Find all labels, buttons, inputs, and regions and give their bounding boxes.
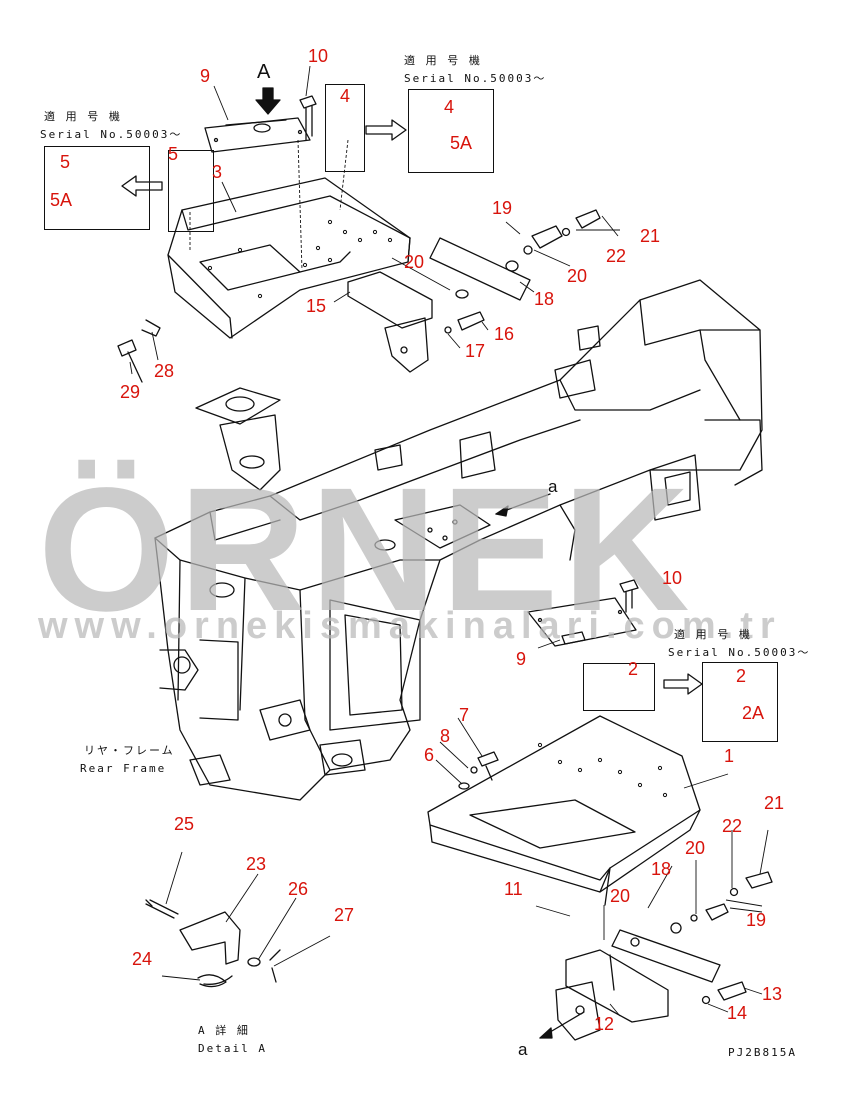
callout-22-top: 22	[606, 246, 627, 266]
callout-19-top: 19	[492, 198, 513, 218]
lower-cover-plate	[527, 597, 637, 647]
callout-14: 14	[727, 1003, 748, 1023]
serial-box-lower	[702, 662, 778, 742]
rear-frame	[154, 279, 763, 801]
serial-note-en-left: Serial No.50003～	[40, 128, 183, 141]
callout-10-lower: 10	[662, 568, 683, 588]
callout-12: 12	[594, 1014, 615, 1034]
callout-6: 6	[424, 745, 435, 765]
callout-2A: 2A	[742, 703, 765, 723]
callout-1: 1	[724, 746, 735, 766]
detail-label-jp: A 詳 細	[198, 1024, 250, 1037]
bolt-10-lower	[619, 579, 639, 613]
callout-13: 13	[762, 984, 783, 1004]
serial-box-left-pre	[168, 150, 214, 232]
direction-label-bottom: a	[518, 1040, 528, 1059]
lower-right-hardware	[611, 871, 773, 1005]
callout-2-post: 2	[736, 666, 747, 686]
callout-5A-top: 5A	[450, 133, 473, 153]
callout-27: 27	[334, 905, 355, 925]
frame-label-en: Rear Frame	[80, 762, 167, 775]
callout-15: 15	[306, 296, 327, 316]
watermark-url: www.ornekismakinalari.com.tr	[38, 605, 782, 647]
serial-box-lower-pre	[583, 663, 655, 711]
top-right-hardware	[429, 209, 601, 334]
upper-cover-plate	[204, 117, 311, 153]
bolt-group-28-29	[117, 319, 161, 383]
arrow-left	[121, 175, 163, 197]
callout-2-pre: 2	[628, 659, 639, 679]
callout-9-lower: 9	[516, 649, 527, 669]
view-a-arrow	[255, 87, 281, 115]
callout-23: 23	[246, 854, 267, 874]
detail-label-en: Detail A	[198, 1042, 267, 1055]
callout-21-lower: 21	[764, 793, 785, 813]
frame-label-jp: リヤ・フレーム	[84, 744, 175, 757]
callout-26: 26	[288, 879, 309, 899]
bracket-15	[347, 271, 433, 373]
arrow-right-top	[365, 119, 407, 141]
serial-box-top-pre	[325, 84, 365, 172]
callout-11: 11	[504, 879, 523, 899]
lower-platform	[427, 715, 701, 906]
callout-22-lower: 22	[722, 816, 743, 836]
callout-18-lower: 18	[651, 859, 672, 879]
serial-note-en-top: Serial No.50003～	[404, 72, 547, 85]
callout-8: 8	[440, 726, 451, 746]
callout-3: 3	[212, 162, 223, 182]
callout-5A-left: 5A	[50, 190, 73, 210]
serial-note-jp-lower: 適 用 号 機	[674, 628, 752, 641]
callout-20-top-left: 20	[404, 252, 425, 272]
callout-10-top: 10	[308, 46, 329, 66]
watermark-brand: ÖRNEK	[38, 452, 694, 648]
leader-lines	[129, 65, 769, 1017]
callout-24: 24	[132, 949, 153, 969]
detail-a-parts	[145, 899, 281, 988]
callout-9-top: 9	[200, 66, 211, 86]
callout-4-pre: 4	[340, 86, 351, 106]
callout-25: 25	[174, 814, 195, 834]
callout-16: 16	[494, 324, 515, 344]
bracket-12	[555, 949, 669, 1041]
arrow-right-lower	[663, 673, 703, 695]
bolt-10-top	[299, 95, 317, 141]
callout-5-pre: 5	[168, 144, 179, 164]
callout-29: 29	[120, 382, 141, 402]
serial-note-jp-left: 適 用 号 機	[44, 110, 122, 123]
serial-note-en-lower: Serial No.50003～	[668, 646, 811, 659]
upper-platform	[167, 177, 411, 339]
serial-box-top	[408, 89, 494, 173]
callout-28: 28	[154, 361, 175, 381]
drawing-code: PJ2B815A	[728, 1046, 797, 1059]
view-a-label: A	[257, 61, 271, 83]
callout-20-top-right: 20	[567, 266, 588, 286]
mount-bracket	[195, 387, 281, 491]
callout-4-post: 4	[444, 97, 455, 117]
serial-note-jp-top: 適 用 号 機	[404, 54, 482, 67]
callout-17: 17	[465, 341, 486, 361]
bolt-group-6-8	[458, 751, 499, 790]
serial-box-left	[44, 146, 150, 230]
callout-20-lower-right: 20	[685, 838, 706, 858]
callout-18-top: 18	[534, 289, 555, 309]
callout-21-top: 21	[640, 226, 661, 246]
callout-20-lower-left: 20	[610, 886, 631, 906]
callout-7: 7	[459, 705, 470, 725]
callout-19-lower: 19	[746, 910, 767, 930]
callout-5-post: 5	[60, 152, 71, 172]
direction-label-top: a	[548, 477, 558, 496]
